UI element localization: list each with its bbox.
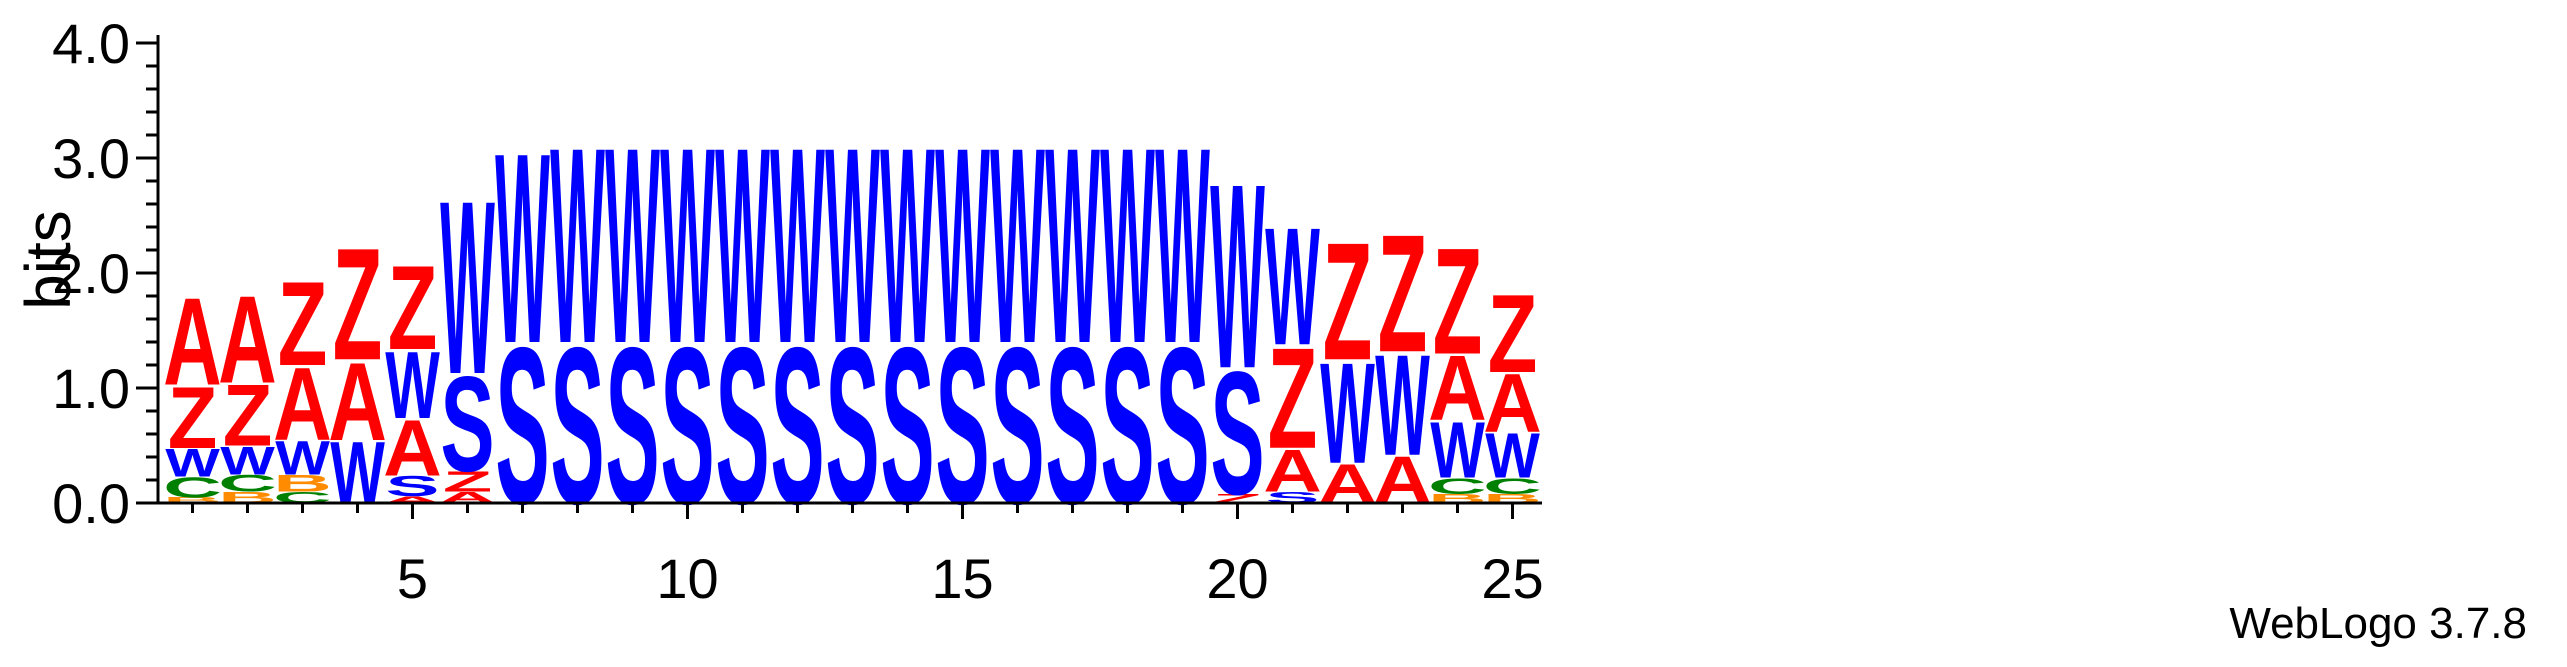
logo-letter-a-pos-21: A xyxy=(1263,437,1322,505)
logo-letter-w-pos-12: W xyxy=(770,89,825,402)
y-tick-label: 3.0 xyxy=(52,127,130,190)
logo-letter-w-pos-7: W xyxy=(495,96,550,400)
logo-letter-w-pos-3: W xyxy=(275,432,331,485)
logo-letter-z-pos-24: Z xyxy=(1433,216,1483,386)
logo-letter-w-pos-6: W xyxy=(440,150,495,427)
logo-letter-w-pos-25: W xyxy=(1485,420,1540,491)
logo-letter-z-pos-5: Z xyxy=(388,240,438,375)
axes: 0.0 1.0 2.0 3.0 4.0 5 10 15 20 25 xyxy=(52,12,1544,610)
logo-letter-c-pos-1: C xyxy=(163,471,222,503)
y-tick-label: 1.0 xyxy=(52,357,130,420)
logo-letter-z-pos-22: Z xyxy=(1323,208,1373,395)
logo-letter-s-pos-5: S xyxy=(385,470,439,502)
logo-letter-a-pos-5: A xyxy=(383,495,442,506)
y-axis-label: bits xyxy=(12,210,84,310)
logo-letter-c-pos-2: C xyxy=(218,470,277,497)
logo-letter-w-pos-19: W xyxy=(1155,89,1210,402)
logo-letter-w-pos-23: W xyxy=(1375,326,1430,486)
logo-letter-a-pos-5: A xyxy=(383,404,442,493)
logo-letter-a-pos-25: A xyxy=(1483,358,1542,450)
y-tick-label: 4.0 xyxy=(52,12,130,75)
logo-letter-a-pos-3: A xyxy=(273,346,332,462)
x-tick-label: 25 xyxy=(1481,547,1543,610)
logo-letter-w-pos-17: W xyxy=(1045,89,1100,402)
logo-letter-w-pos-8: W xyxy=(550,89,605,402)
logo-letter-z-pos-2: Z xyxy=(223,366,273,465)
logo-letter-w-pos-15: W xyxy=(935,89,990,402)
logo-letter-w-pos-24: W xyxy=(1430,406,1485,495)
logo-letter-w-pos-10: W xyxy=(660,89,715,402)
logo-letter-w-pos-9: W xyxy=(605,89,660,402)
logo-letter-a-pos-4: A xyxy=(328,339,387,464)
logo-letter-c-pos-25: C xyxy=(1483,474,1542,499)
logo-letter-s-pos-6: S xyxy=(440,348,494,500)
logo-letter-w-pos-14: W xyxy=(880,89,935,402)
logo-letter-w-pos-1: W xyxy=(165,440,220,485)
logo-letter-z-pos-4: Z xyxy=(333,214,383,393)
logo-letter-b-pos-3: B xyxy=(273,470,332,497)
logo-letter-w-pos-13: W xyxy=(825,89,880,402)
logo-letter-z-pos-6: Z xyxy=(443,466,493,498)
logo-letter-w-pos-11: W xyxy=(715,89,770,402)
logo-letter-w-pos-5: W xyxy=(385,331,440,439)
logo-letter-z-pos-25: Z xyxy=(1488,271,1538,396)
logo-letter-w-pos-20: W xyxy=(1210,130,1265,424)
logo-letter-a-pos-24: A xyxy=(1428,337,1487,440)
y-tick-label: 0.0 xyxy=(52,472,130,535)
logo-letter-z-pos-23: Z xyxy=(1378,200,1428,387)
logo-letter-c-pos-24: C xyxy=(1428,474,1487,499)
logo-letter-w-pos-21: W xyxy=(1265,192,1320,380)
x-tick-label: 10 xyxy=(656,547,718,610)
logo-letter-z-pos-3: Z xyxy=(278,256,328,391)
y-tick-label: 2.0 xyxy=(52,242,130,305)
logo-letter-z-pos-21: Z xyxy=(1268,317,1318,478)
logo-letter-w-pos-2: W xyxy=(220,438,275,483)
weblogo-credit: WebLogo 3.7.8 xyxy=(2229,599,2527,648)
logo-letter-a-pos-2: A xyxy=(218,271,277,410)
logo-letter-a-pos-1: A xyxy=(163,273,222,412)
x-tick-label: 15 xyxy=(931,547,993,610)
logo-letter-w-pos-16: W xyxy=(990,89,1045,402)
logo-letter-w-pos-22: W xyxy=(1320,334,1375,494)
logo-letter-s-pos-20: S xyxy=(1210,336,1264,532)
x-tick-label: 5 xyxy=(397,547,428,610)
x-tick-label: 20 xyxy=(1206,547,1268,610)
logo-letter-z-pos-1: Z xyxy=(168,368,218,467)
logo-letter-b-pos-1: B xyxy=(163,496,222,505)
logo-letter-w-pos-18: W xyxy=(1100,89,1155,402)
